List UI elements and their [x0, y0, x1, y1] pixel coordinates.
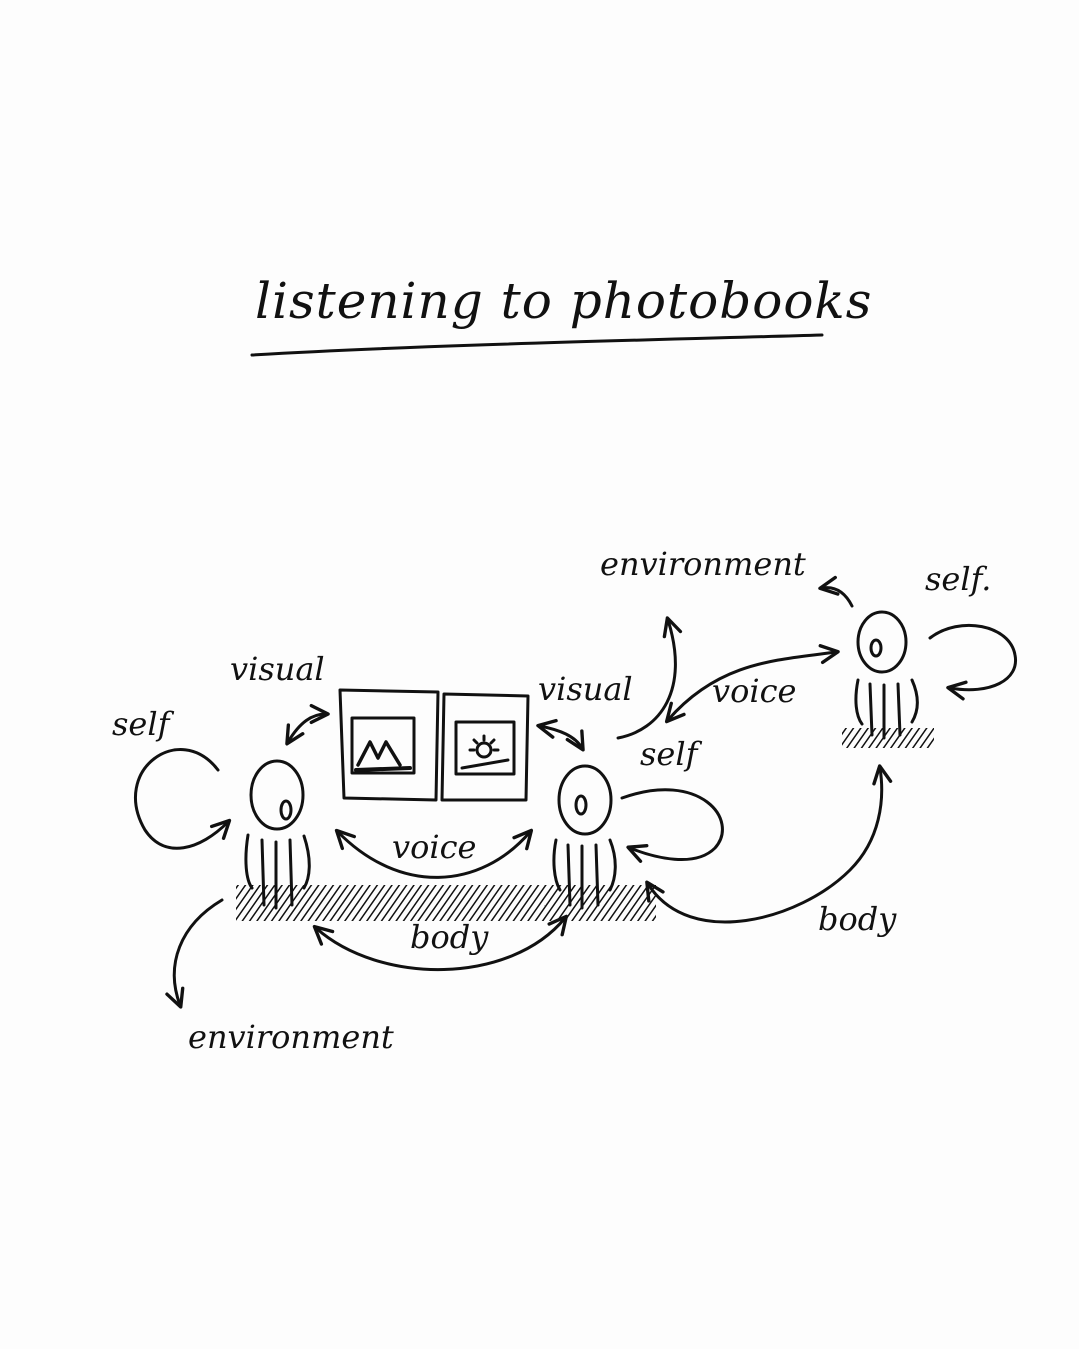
person-right	[842, 610, 934, 748]
label-self-left: self	[112, 705, 170, 743]
title-underline	[250, 333, 824, 357]
page-title: listening to photobooks	[255, 272, 873, 330]
label-visual-right: visual	[538, 670, 633, 708]
label-voice-bottom: voice	[392, 828, 477, 866]
person-left	[236, 759, 656, 921]
label-self-middle: self	[640, 735, 698, 773]
label-body-right: body	[818, 900, 897, 938]
label-voice-right: voice	[712, 672, 797, 710]
photobook	[338, 688, 530, 802]
label-environment-bottom: environment	[188, 1018, 394, 1056]
label-body-bottom: body	[410, 918, 489, 956]
label-visual-left: visual	[230, 650, 325, 688]
mountain-icon	[354, 740, 412, 772]
label-self-right: self.	[925, 560, 992, 598]
label-environment-top: environment	[600, 545, 806, 583]
sun-icon	[460, 734, 510, 770]
arrows	[134, 575, 1017, 1009]
person-middle	[552, 764, 617, 910]
